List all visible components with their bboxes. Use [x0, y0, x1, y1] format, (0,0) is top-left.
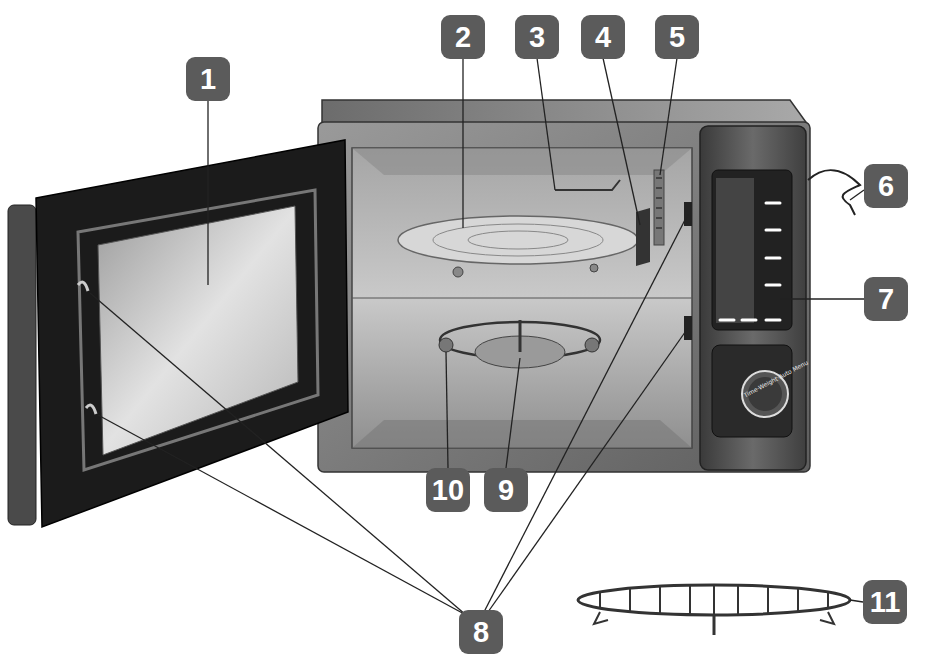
callout-number: 3: [515, 15, 559, 59]
callout-number: 10: [426, 468, 470, 512]
callout-number: 9: [484, 468, 528, 512]
callout-number: 4: [581, 15, 625, 59]
callout-number: 2: [441, 15, 485, 59]
callout-number: 8: [459, 610, 503, 654]
callout-number: 7: [864, 277, 908, 321]
callout-number: 1: [186, 57, 230, 101]
callout-number: 11: [863, 580, 907, 624]
callout-number: 6: [864, 164, 908, 208]
callout-number: 5: [655, 15, 699, 59]
